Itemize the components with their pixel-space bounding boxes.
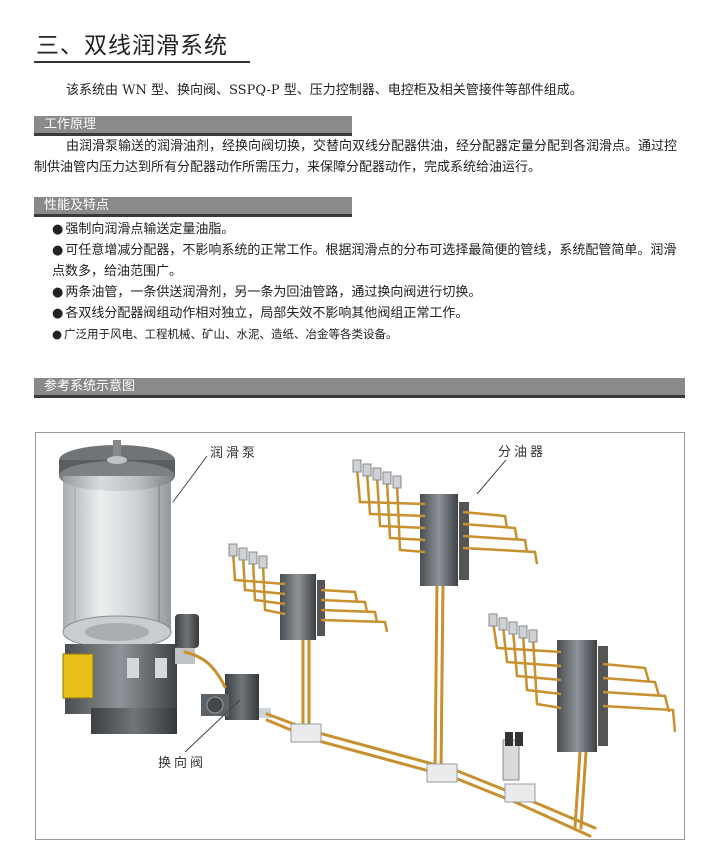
bullet-icon: ● [52,222,64,237]
principle-text: 由润滑泵输送的润滑油剂，经换向阀切换，交替向双线分配器供油，经分配器定量分配到各… [34,139,678,175]
label-reversing-valve: 换向阀 [158,752,207,771]
page-title: 三、双线润滑系统 [36,33,228,59]
title-underline [34,61,250,63]
section-heading-features: 性能及特点 [34,197,352,217]
diagram-frame [35,432,685,840]
reversing-valve [201,674,271,720]
bullet-icon: ● [52,243,64,258]
leader-lines [172,453,512,753]
label-distributor: 分油器 [498,441,547,460]
distributor-center [352,459,539,586]
features-list: ●强制向润滑点输送定量油脂。 ●可任意增减分配器，不影响系统的正常工作。根据润滑… [52,219,688,345]
label-pump: 润滑泵 [210,442,259,461]
list-item: ●两条油管，一条供送润滑剂，另一条为回油管路，通过换向阀进行切换。 [52,285,482,300]
section-heading-diagram: 参考系统示意图 [34,378,685,398]
junction-blocks [290,723,536,803]
intro-text: 该系统由 WN 型、换向阀、SSPQ-P 型、压力控制器、电控柜及相关管接件等部… [66,83,583,98]
distributor-right [488,613,677,752]
pump-unit [59,440,199,734]
system-illustration [59,440,677,838]
bullet-icon: ● [52,285,64,300]
section-heading-principle: 工作原理 [34,116,352,136]
list-item: ●各双线分配器阀组动作相对独立，局部失效不影响其他阀组正常工作。 [52,306,469,321]
list-item: ●可任意增减分配器，不影响系统的正常工作。根据润滑点的分布可选择最简便的管线，系… [52,243,677,279]
bullet-icon: ● [52,306,64,321]
list-item: ●强制向润滑点输送定量油脂。 [52,222,235,237]
list-item: ●广泛用于风电、工程机械、矿山、水泥、造纸、冶金等各类设备。 [52,327,398,341]
bullet-icon: ● [52,327,63,341]
distributor-left [228,543,389,640]
